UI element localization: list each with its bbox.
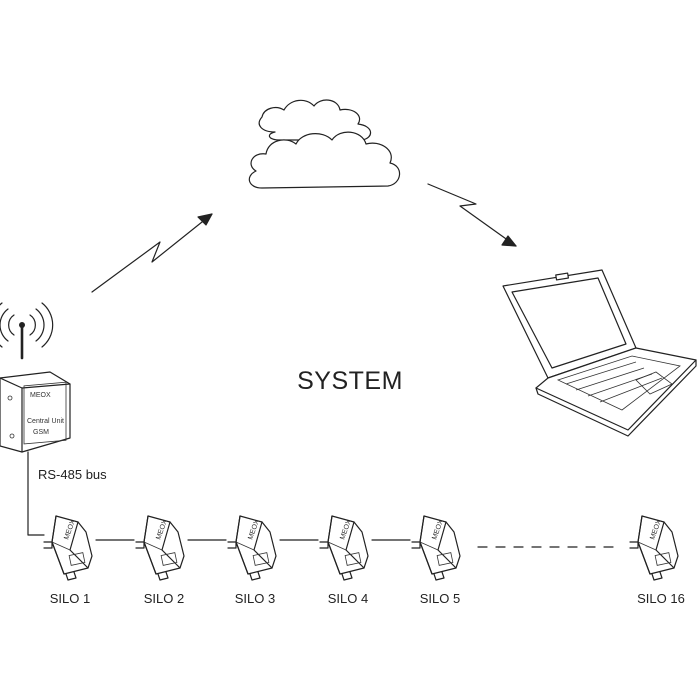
lightning-arrow-icon: [427, 183, 517, 247]
silo-label: SILO 5: [420, 591, 460, 606]
silo-label: SILO 4: [328, 591, 368, 606]
silo-label: SILO 3: [235, 591, 275, 606]
diagram-title: SYSTEM: [297, 367, 403, 395]
cloud-icon: [248, 99, 401, 189]
central-unit: MEOX Central Unit GSM: [0, 371, 71, 453]
laptop-icon: [502, 269, 697, 437]
silo-label: SILO 2: [144, 591, 184, 606]
central-unit-line1: Central Unit: [27, 418, 64, 425]
silo-label: SILO 1: [50, 591, 90, 606]
lightning-arrow-icon: [91, 213, 213, 293]
silo-label: SILO 16: [637, 591, 685, 606]
antenna-icon: [0, 302, 54, 360]
central-unit-brand: MEOX: [30, 392, 51, 399]
central-unit-line2: GSM: [33, 429, 49, 436]
bus-line: [27, 451, 617, 548]
bus-label: RS-485 bus: [38, 467, 107, 482]
